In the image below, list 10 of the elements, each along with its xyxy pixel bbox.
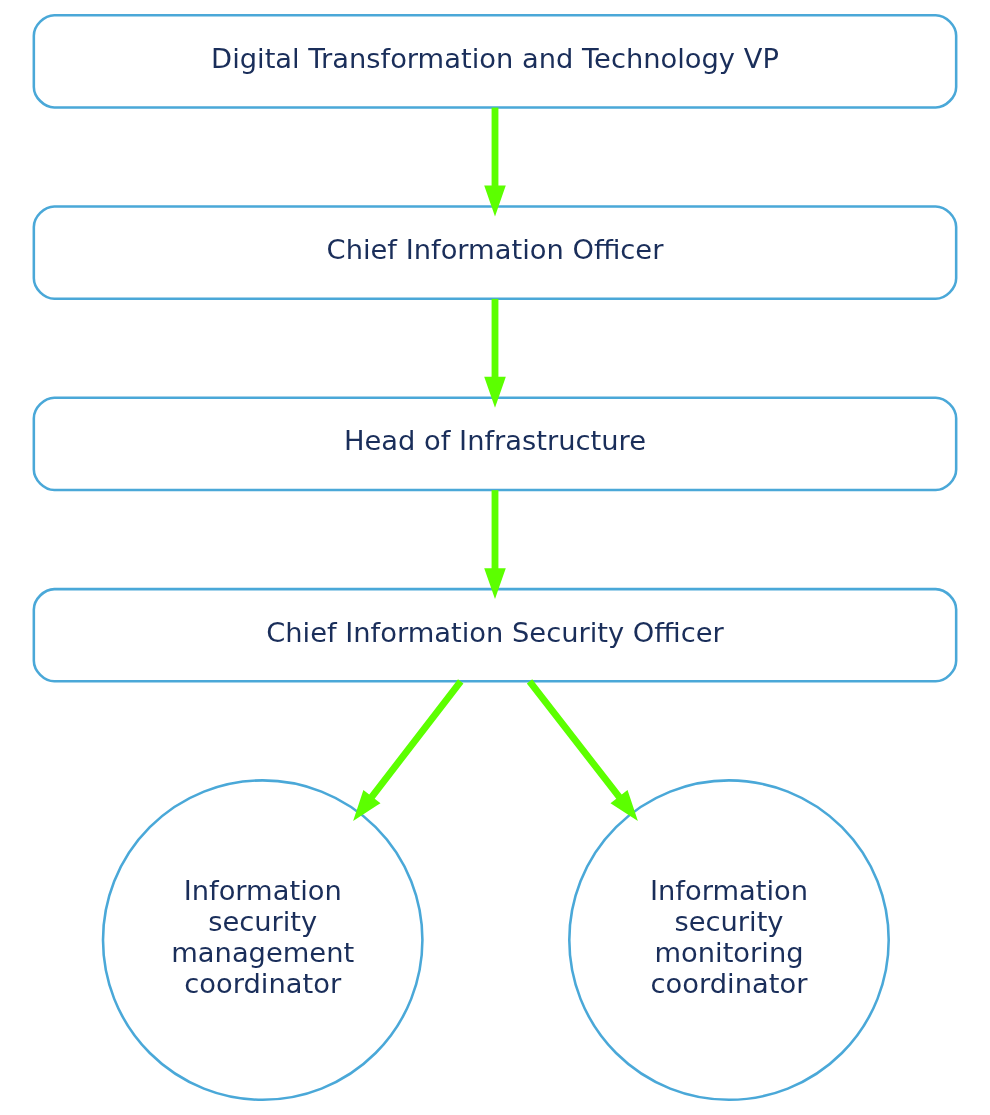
node-box: Head of Infrastructure bbox=[32, 396, 958, 492]
node-circle: Information security monitoring coordinator bbox=[568, 779, 890, 1102]
arrow bbox=[484, 298, 506, 408]
node-circle: Information security management coordinator bbox=[101, 779, 424, 1102]
arrow bbox=[484, 107, 506, 217]
arrow bbox=[353, 679, 464, 822]
node-box: Chief Information Security Officer bbox=[32, 587, 958, 683]
node-box: Digital Transformation and Technology VP bbox=[32, 13, 958, 109]
arrow bbox=[526, 679, 638, 822]
node-box: Chief Information Officer bbox=[32, 205, 958, 300]
